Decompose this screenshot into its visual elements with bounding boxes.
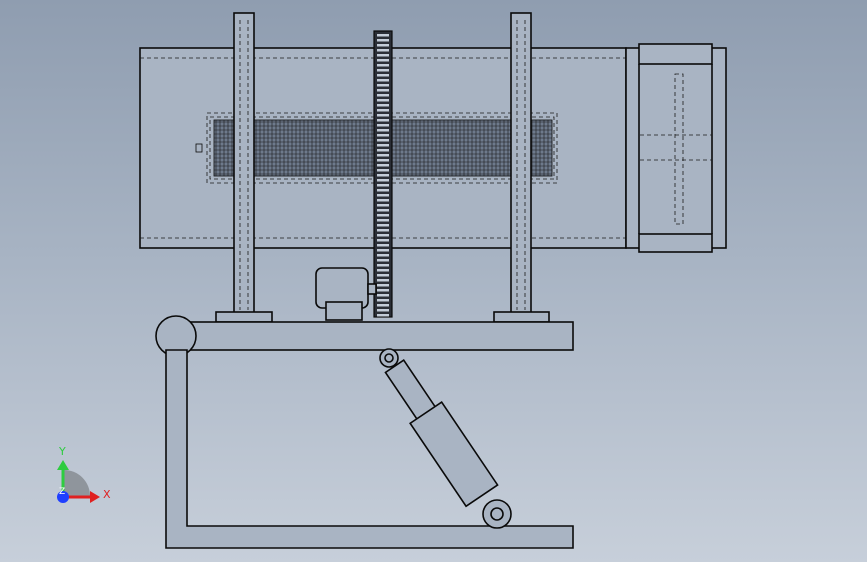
base-frame — [165, 349, 574, 549]
drive-motor — [315, 267, 377, 321]
right-post — [493, 12, 550, 323]
gear-rack — [373, 30, 393, 318]
z-axis-label: Z — [59, 487, 65, 497]
left-post — [215, 12, 273, 323]
coordinate-triad: Y X Z — [57, 445, 111, 503]
tilt-platform — [184, 321, 574, 351]
x-axis-label: X — [103, 488, 111, 501]
hydraulic-cylinder — [379, 348, 512, 529]
y-axis-label: Y — [58, 445, 66, 458]
end-motor — [625, 43, 727, 253]
